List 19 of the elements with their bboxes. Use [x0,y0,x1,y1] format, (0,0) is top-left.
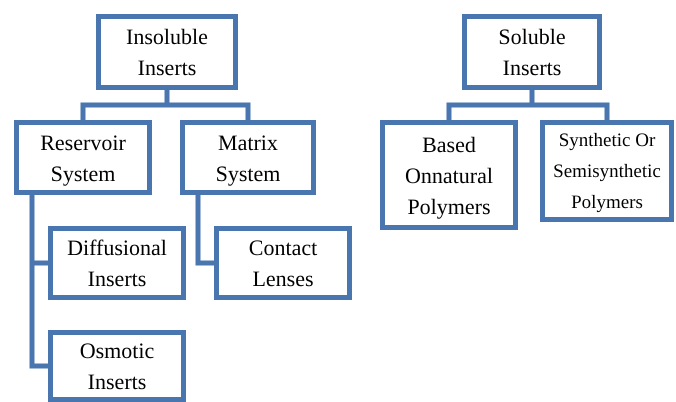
box-label: Soluble Inserts [497,23,567,82]
box-label: Contact Lenses [248,234,318,293]
box-label: Insoluble Inserts [125,23,209,82]
box-label: Matrix System [214,128,282,188]
category-box [48,226,186,300]
box-label: Reservoir System [39,128,127,188]
connector-line [196,195,214,266]
box-label: Based Onnatural Polymers [404,130,494,221]
category-box [14,120,152,195]
category-box [214,226,352,300]
box-label: Synthetic Or Semisynthetic Polymers [552,128,662,214]
category-box [180,120,316,195]
category-box [380,120,518,230]
category-box [96,14,238,90]
category-box [540,120,674,222]
category-box [48,330,186,402]
category-box [462,14,602,90]
box-label: Diffusional Inserts [66,234,168,293]
box-label: Osmotic Inserts [78,337,156,396]
